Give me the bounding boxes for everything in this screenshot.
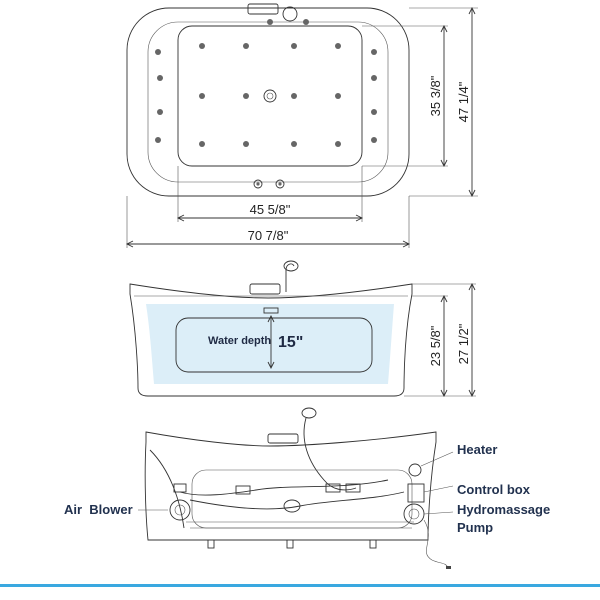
air-blower-icon	[169, 499, 191, 521]
faucet-side	[249, 283, 281, 295]
heater-label: Heater	[457, 442, 497, 457]
hydromassage-pump-label-line2: Pump	[457, 520, 493, 535]
height-outer-dimension: 27 1/2"	[456, 323, 471, 364]
tub-internal-profile	[144, 431, 437, 541]
control-knob-left	[253, 179, 263, 189]
air-blower-label: Air Blower	[64, 502, 133, 517]
drain-icon	[263, 89, 277, 103]
hydromassage-pump-label-line1: Hydromassage	[457, 502, 550, 517]
depth-inner-dimension: 35 3/8"	[428, 75, 443, 116]
side-jets-left	[155, 49, 163, 143]
top-view: 35 3/8" 47 1/4" 45 5/8" 70 7/8"	[125, 3, 478, 248]
depth-outer-dimension: 47 1/4"	[456, 81, 471, 122]
heater-icon	[408, 463, 422, 477]
shower-head-internal	[301, 407, 317, 419]
width-inner-dimension: 45 5/8"	[250, 202, 291, 217]
side-view: Water depth 15" 23 5/8" 27 1/2"	[129, 260, 476, 398]
pump-icon	[403, 503, 425, 525]
water-depth-label: Water depth	[208, 335, 271, 347]
pipe-main	[149, 449, 185, 529]
internal-view: Heater Control box Hydromassage Pump Air…	[64, 407, 550, 569]
tub-basin	[177, 25, 363, 167]
tub-side-profile	[129, 283, 413, 397]
footer-bar	[0, 584, 600, 587]
tub-outer-rim	[126, 7, 410, 197]
shower-head-side	[283, 260, 299, 272]
height-inner-dimension: 23 5/8"	[428, 325, 443, 366]
width-outer-dimension: 70 7/8"	[248, 228, 289, 243]
shower-head-top	[282, 6, 298, 22]
control-box-label: Control box	[457, 482, 531, 497]
basin-jets	[199, 43, 341, 147]
control-box-icon	[407, 483, 425, 503]
faucet-top	[247, 3, 279, 15]
side-jets-right	[371, 49, 377, 143]
side-basin	[175, 317, 373, 373]
control-knob-right	[275, 179, 285, 189]
power-cord	[423, 519, 449, 569]
water-depth-value: 15"	[278, 334, 303, 351]
tub-feet	[207, 539, 377, 549]
